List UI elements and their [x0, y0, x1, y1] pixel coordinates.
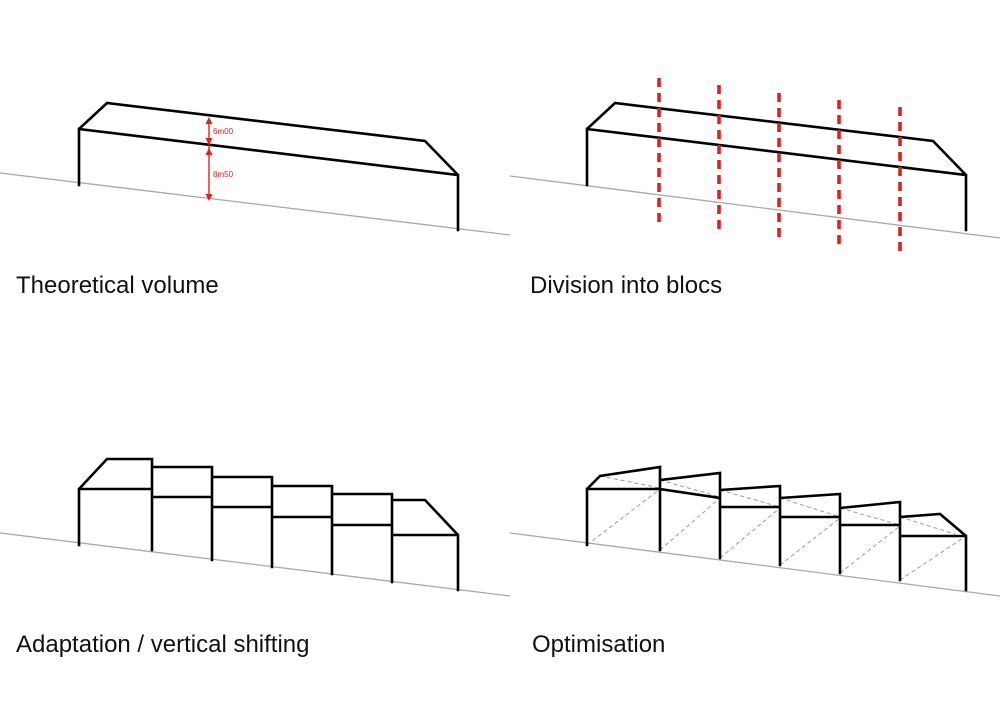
ground-line [509, 532, 1000, 597]
volume-outline [585, 101, 968, 232]
panel-optimisation: Optimisation [509, 465, 1000, 658]
panel-division-into-blocs: Division into blocs [509, 78, 1000, 299]
panel-theoretical-volume: 6m00 8m50 Theoretical volume [0, 101, 511, 299]
hidden-lines [586, 475, 967, 581]
ground-line [509, 175, 1000, 239]
caption-adaptation-vertical-shifting: Adaptation / vertical shifting [16, 631, 310, 658]
dimension-marker [205, 117, 213, 201]
optimised-blocks-outline [585, 465, 968, 592]
caption-theoretical-volume: Theoretical volume [16, 272, 219, 299]
ground-line [0, 532, 511, 597]
panel-adaptation-vertical-shifting: Adaptation / vertical shifting [0, 457, 511, 658]
dimension-label-upper: 6m00 [213, 127, 234, 136]
caption-division-into-blocs: Division into blocs [530, 272, 722, 299]
ground-line [0, 172, 511, 236]
stepped-blocks-outline [77, 457, 460, 592]
volume-outline [77, 101, 460, 232]
caption-optimisation: Optimisation [532, 631, 665, 658]
dimension-label-lower: 8m50 [213, 170, 234, 179]
